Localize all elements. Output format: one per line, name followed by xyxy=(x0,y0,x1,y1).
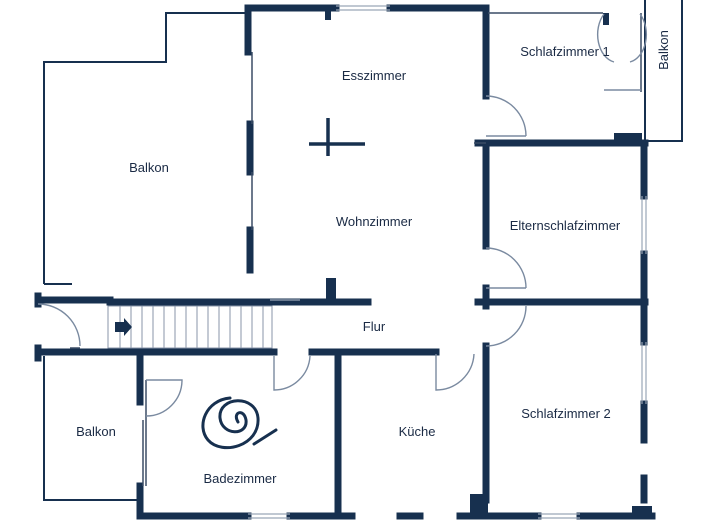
doors xyxy=(37,13,648,417)
thin-lines xyxy=(70,12,642,486)
spiral-shower-icon xyxy=(201,396,278,450)
room-label-balkon-top: Balkon xyxy=(129,160,169,175)
balkon-right-outline xyxy=(644,0,683,142)
room-label-balkon-right: Balkon xyxy=(656,30,671,70)
room-label-elternschlafzimmer: Elternschlafzimmer xyxy=(510,218,621,233)
room-label-flur: Flur xyxy=(363,319,386,334)
arrow-right-icon xyxy=(115,318,132,336)
room-label-wohnzimmer: Wohnzimmer xyxy=(336,214,413,229)
room-label-schlafzimmer-1: Schlafzimmer 1 xyxy=(520,44,610,59)
balkon-left-outline xyxy=(43,356,140,501)
balkon-top-outline xyxy=(43,12,248,285)
room-label-badezimmer: Badezimmer xyxy=(204,471,278,486)
cross-light-icon xyxy=(309,118,365,156)
room-label-schlafzimmer-2: Schlafzimmer 2 xyxy=(521,406,611,421)
walls xyxy=(34,4,656,520)
room-label-esszimmer: Esszimmer xyxy=(342,68,407,83)
room-label-balkon-left: Balkon xyxy=(76,424,116,439)
wall-blocks xyxy=(325,8,652,518)
windows xyxy=(248,5,647,519)
room-label-kueche: Küche xyxy=(399,424,436,439)
stairs xyxy=(107,305,273,349)
